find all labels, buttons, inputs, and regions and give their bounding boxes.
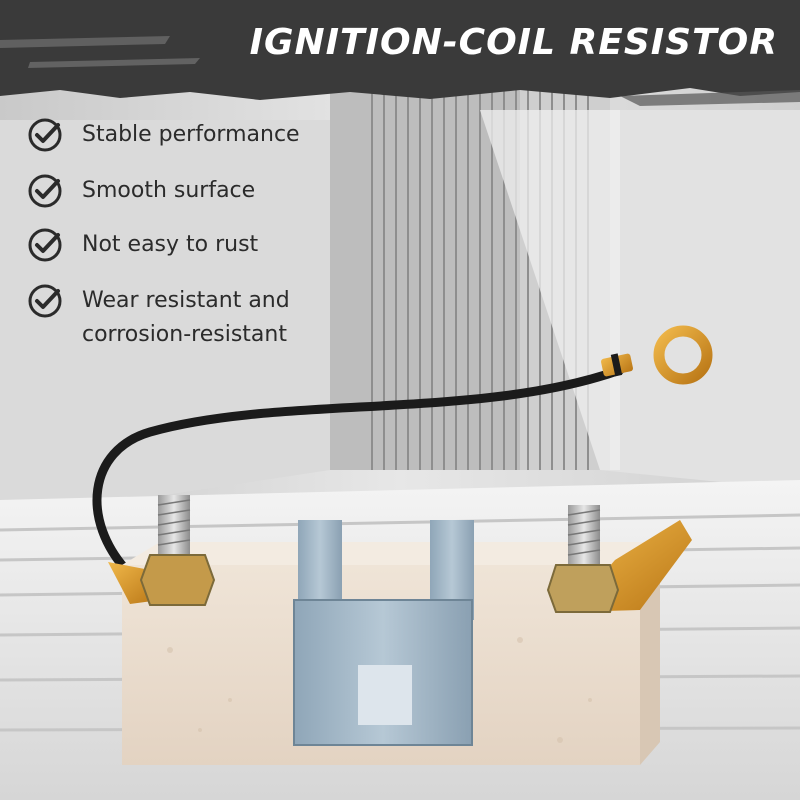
checkmark-circle-icon [28, 174, 62, 208]
feature-item: Stable performance [26, 118, 356, 154]
checkmark-circle-icon [28, 284, 62, 318]
checkmark-circle-icon [28, 118, 62, 152]
feature-text: Wear resistant and corrosion-resistant [82, 284, 290, 352]
banner-title: IGNITION-COIL RESISTOR [249, 22, 778, 63]
right-bolt [546, 505, 692, 613]
metal-bracket [293, 520, 474, 746]
feature-text-line-1: Wear resistant and [82, 288, 290, 313]
left-bolt [108, 495, 216, 606]
feature-item: Wear resistant and corrosion-resistant [26, 284, 356, 352]
checkmark-circle-icon [28, 228, 62, 262]
black-wire [92, 365, 625, 577]
feature-list: Stable performance Smooth surface Not ea… [26, 118, 356, 372]
feature-item: Smooth surface [26, 174, 356, 210]
feature-text: Stable performance [82, 122, 300, 147]
feature-item: Not easy to rust [26, 228, 356, 264]
feature-text: Not easy to rust [82, 232, 259, 257]
feature-text-line-2: corrosion-resistant [82, 322, 287, 347]
feature-text: Smooth surface [82, 178, 256, 203]
ring-terminal [601, 325, 713, 385]
